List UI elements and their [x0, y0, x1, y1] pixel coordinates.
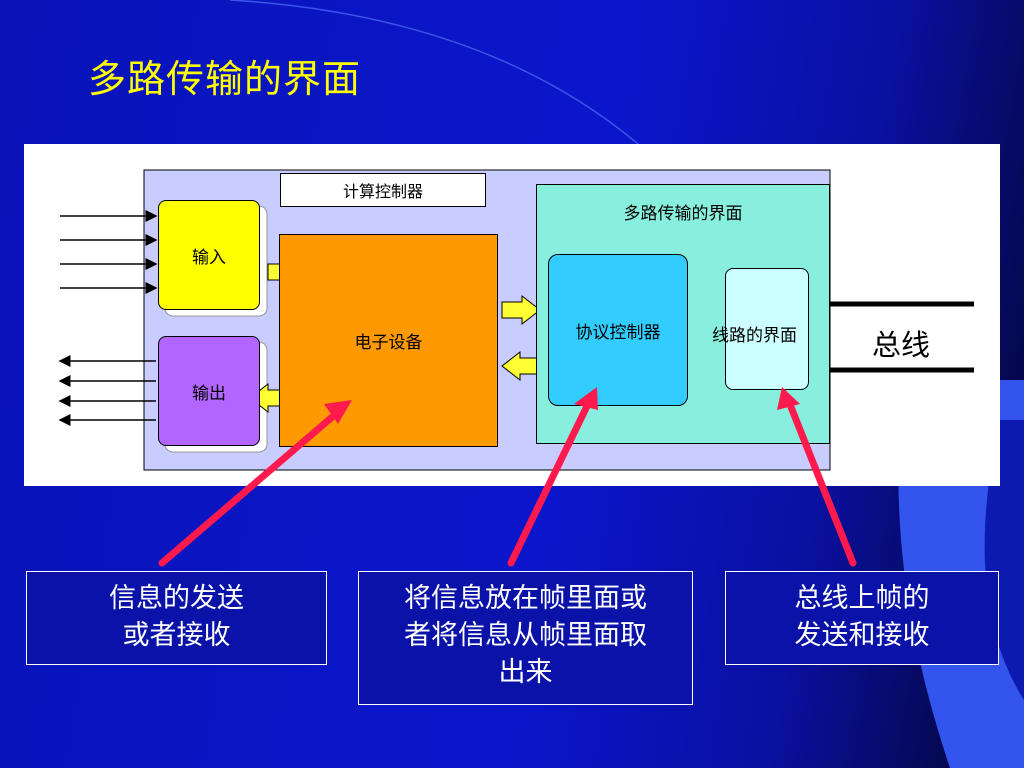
electronic-device-label: 电子设备 [354, 333, 423, 353]
electronic-device-box: 电子设备 [279, 234, 498, 447]
output-box: 输出 [158, 336, 260, 446]
caption-left-line2: 或者接收 [122, 620, 231, 651]
bus-label: 总线 [872, 328, 931, 362]
caption-right-line1: 总线上帧的 [794, 583, 930, 614]
caption-middle-line2: 者将信息从帧里面取 [404, 620, 647, 651]
computer-controller-label-box: 计算控制器 [280, 173, 486, 207]
line-interface-label: 线路的界面 [712, 326, 797, 346]
caption-bus-frames: 总线上帧的 发送和接收 [725, 571, 999, 665]
protocol-controller-label: 协议控制器 [575, 322, 661, 343]
output-arrows [58, 355, 156, 426]
caption-left-line1: 信息的发送 [109, 583, 244, 614]
output-label: 输出 [192, 383, 226, 404]
caption-middle-line3: 出来 [498, 657, 553, 688]
caption-send-receive: 信息的发送 或者接收 [26, 571, 327, 665]
block-arrows [249, 256, 541, 414]
computer-controller-label: 计算控制器 [342, 182, 423, 201]
diagram-panel: 面 计算控制器 输入 输出 电子设备 多路传输的界面 协议控制器 线路的界面 总… [24, 144, 1000, 486]
input-arrows [60, 210, 158, 294]
slide-title: 多路传输的界面 [88, 57, 362, 101]
caption-right-line2: 发送和接收 [794, 620, 930, 651]
caption-middle-line1: 将信息放在帧里面或 [404, 583, 647, 614]
multiplex-interface-label: 多路传输的界面 [623, 204, 743, 224]
input-label: 输入 [192, 247, 226, 268]
line-interface-box: 线路的界面 [712, 268, 809, 390]
protocol-controller-box: 协议控制器 [548, 254, 688, 406]
bus-lines [824, 301, 974, 373]
arrow-device-to-protocol [501, 294, 541, 326]
caption-frame-packing: 将信息放在帧里面或 者将信息从帧里面取 出来 [358, 571, 693, 705]
input-box: 输入 [158, 200, 260, 310]
